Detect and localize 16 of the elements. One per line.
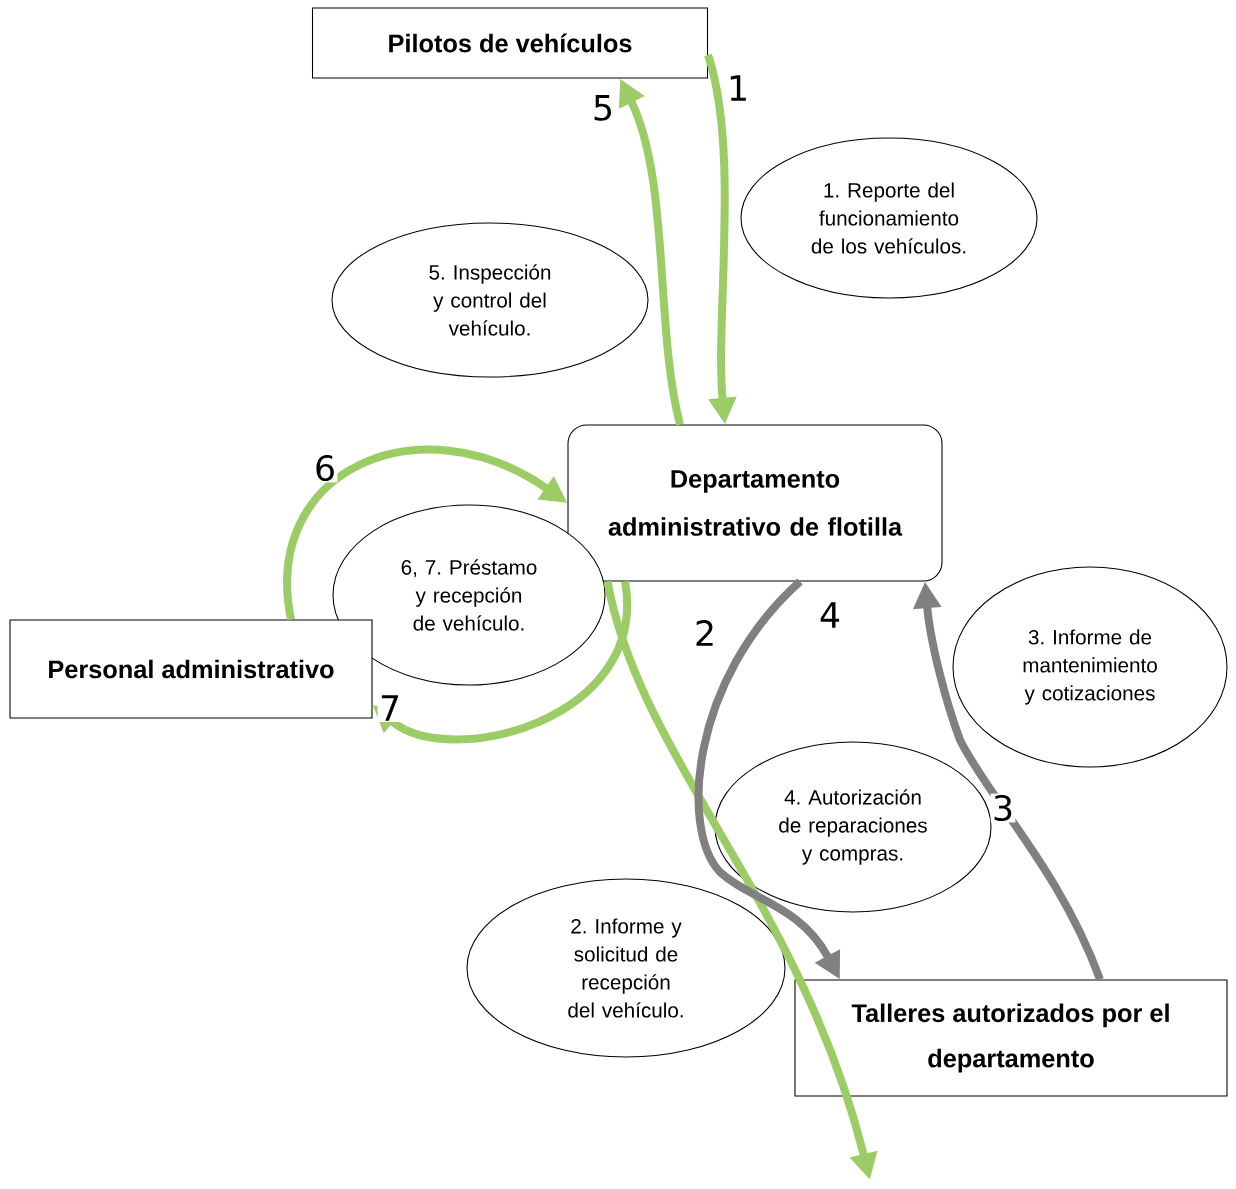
step-number: 3 <box>990 793 1016 823</box>
step-number: 6 <box>312 453 338 483</box>
step-number: 7 <box>377 694 403 722</box>
step-number: 4 <box>817 601 843 629</box>
step-number: 1 <box>725 74 751 102</box>
ellipse-node: 4. Autorización de reparaciones y compras. <box>714 741 992 913</box>
step-number: 2 <box>692 618 718 648</box>
department-box: Departamento administrativo de flotilla <box>567 424 943 582</box>
ellipse-node: 2. Informe y solicitud de recepción del vehículo. <box>466 878 786 1058</box>
ellipse-node: 3. Informe de mantenimiento y cotizaciones <box>952 566 1228 768</box>
step-number: 5 <box>590 93 616 123</box>
ellipse-node: 1. Reporte del funcionamiento de los vehículos. <box>740 137 1038 299</box>
actor-box: Pilotos de vehículos <box>311 7 709 79</box>
actor-box: Talleres autorizados por el departamento <box>794 979 1228 1097</box>
ellipse-node: 5. Inspección y control del vehículo. <box>331 222 649 378</box>
actor-box: Personal administrativo <box>9 619 373 719</box>
